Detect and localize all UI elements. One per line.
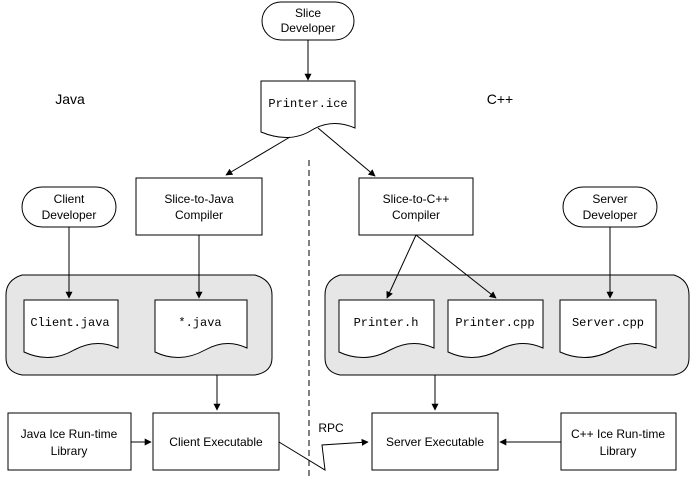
- client-developer-line2: Developer: [42, 208, 97, 222]
- java-compiler-box: Slice-to-Java Compiler: [135, 177, 263, 236]
- printer-ice-document: Printer.ice: [260, 80, 356, 138]
- client-developer-node: Client Developer: [21, 186, 117, 228]
- arrow-cpp-compiler-to-printer-cpp: [415, 234, 497, 299]
- java-compiler-line1: Slice-to-Java: [164, 192, 234, 206]
- slice-developer-line2: Developer: [281, 21, 336, 35]
- rpc-connector: [278, 438, 369, 471]
- java-runtime-box: Java Ice Run-time Library: [7, 412, 132, 471]
- java-runtime-line1: Java Ice Run-time: [21, 427, 118, 441]
- rpc-label: RPC: [318, 421, 344, 435]
- server-executable-box: Server Executable: [371, 412, 499, 471]
- cpp-compiler-line1: Slice-to-C++: [383, 192, 450, 206]
- cpp-runtime-line2: Library: [600, 444, 637, 458]
- server-developer-line1: Server: [592, 192, 627, 206]
- slice-developer-node: Slice Developer: [261, 1, 355, 41]
- cpp-runtime-line1: C++ Ice Run-time: [571, 427, 665, 441]
- printer-h-label: Printer.h: [354, 316, 419, 330]
- java-label: Java: [55, 91, 85, 107]
- slice-developer-line1: Slice: [295, 6, 321, 20]
- java-compiler-line2: Compiler: [175, 208, 223, 222]
- arrow-slice-to-java-compiler: [225, 136, 291, 176]
- server-cpp-label: Server.cpp: [572, 316, 644, 330]
- client-java-document: Client.java: [23, 299, 119, 358]
- java-runtime-line2: Library: [51, 444, 88, 458]
- server-cpp-document: Server.cpp: [559, 299, 657, 358]
- cpp-compiler-box: Slice-to-C++ Compiler: [358, 177, 474, 236]
- printer-cpp-document: Printer.cpp: [447, 299, 544, 358]
- printer-cpp-label: Printer.cpp: [455, 316, 534, 330]
- client-developer-line1: Client: [54, 192, 85, 206]
- server-developer-line2: Developer: [583, 208, 638, 222]
- arrow-cpp-compiler-to-printer-h: [386, 234, 417, 299]
- client-java-label: Client.java: [30, 316, 109, 330]
- cpp-label: C++: [487, 91, 513, 107]
- printer-ice-label: Printer.ice: [268, 97, 347, 111]
- cpp-compiler-line2: Compiler: [392, 208, 440, 222]
- java-files-label: *.java: [178, 316, 221, 330]
- arrow-slice-to-cpp-compiler: [317, 127, 376, 177]
- client-executable-label: Client Executable: [169, 435, 263, 449]
- server-executable-label: Server Executable: [386, 435, 484, 449]
- cpp-runtime-box: C++ Ice Run-time Library: [560, 412, 677, 471]
- java-files-document: *.java: [154, 299, 248, 358]
- server-developer-node: Server Developer: [562, 186, 658, 228]
- client-executable-box: Client Executable: [152, 412, 280, 471]
- printer-h-document: Printer.h: [338, 299, 435, 358]
